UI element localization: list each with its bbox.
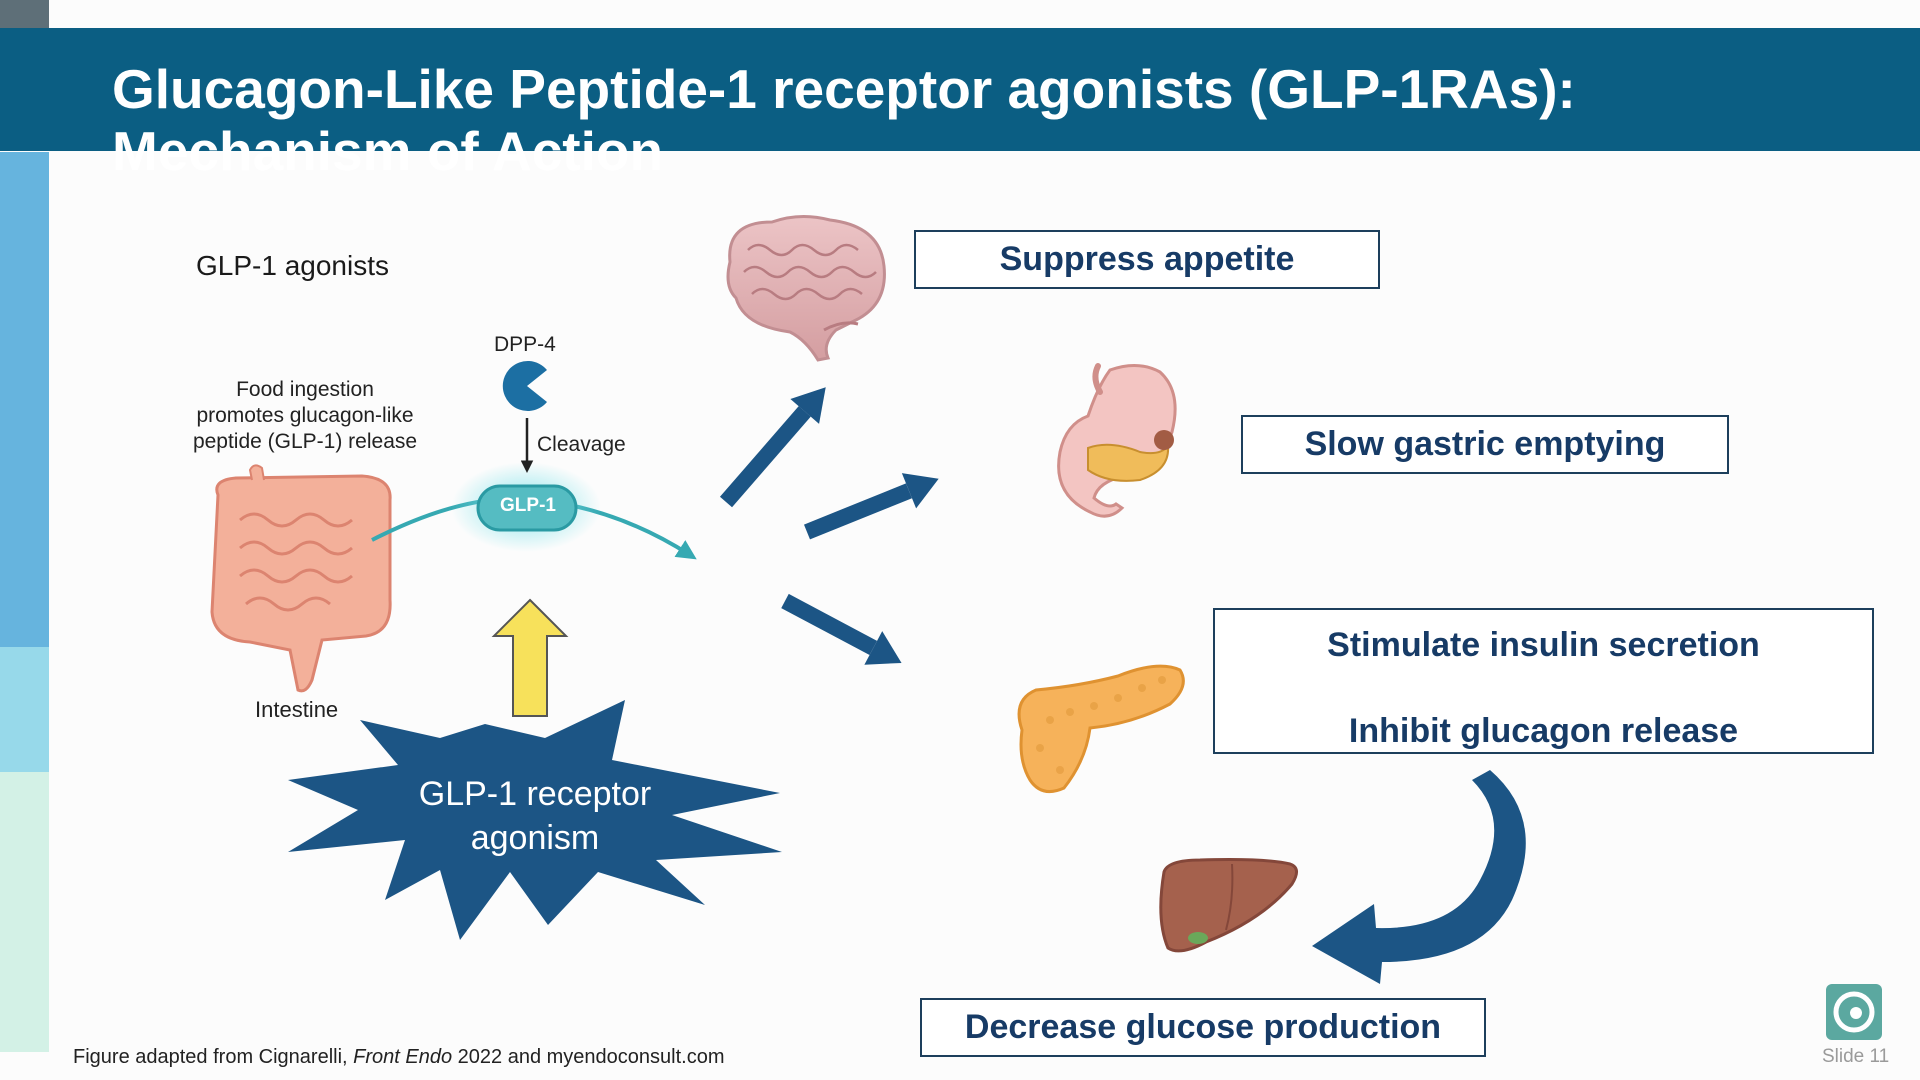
receptor-agonism-line1: GLP-1 receptor: [418, 775, 652, 813]
liver-icon: [1159, 858, 1298, 953]
arrow-to-liver: [1312, 770, 1526, 984]
accent-strip-light-blue: [0, 647, 49, 772]
accent-strip-top: [0, 0, 49, 28]
figure-citation: Figure adapted from Cignarelli, Front En…: [73, 1046, 725, 1069]
dpp4-label: DPP-4: [494, 333, 556, 356]
inhibit-glucagon-label: Inhibit glucagon release: [1348, 712, 1739, 750]
decrease-glucose-box: Decrease glucose production: [920, 998, 1486, 1057]
yellow-up-arrow: [491, 598, 569, 717]
citation-suffix: 2022 and myendoconsult.com: [452, 1046, 725, 1068]
effect-arrows: [719, 387, 939, 665]
arrow-to-stomach: [804, 473, 939, 540]
intestine-icon: [210, 464, 392, 693]
pancreas-icon: [1017, 664, 1185, 794]
receptor-agonism-line2: agonism: [470, 819, 600, 857]
cleavage-label: Cleavage: [537, 433, 626, 456]
accent-strip-blue: [0, 152, 49, 647]
slide-title: Glucagon-Like Peptide-1 receptor agonist…: [112, 58, 1892, 182]
receptor-agonism-label: GLP-1 receptor agonism: [380, 772, 690, 860]
stomach-icon: [1057, 363, 1177, 518]
citation-prefix: Figure adapted from Cignarelli,: [73, 1046, 354, 1068]
glp1-agonists-label: GLP-1 agonists: [196, 250, 389, 281]
slide-title-line1: Glucagon-Like Peptide-1 receptor agonist…: [112, 58, 1576, 120]
arrow-to-brain: [719, 387, 826, 508]
insulin-glucagon-box: Stimulate insulin secretion Inhibit gluc…: [1213, 608, 1874, 754]
brain-icon: [726, 215, 886, 362]
glp1-pill-label: GLP-1: [500, 495, 556, 516]
slide-title-line2: Mechanism of Action: [112, 120, 664, 182]
stimulate-insulin-label: Stimulate insulin secretion: [1327, 626, 1760, 664]
title-band: Glucagon-Like Peptide-1 receptor agonist…: [0, 28, 1920, 182]
citation-journal: Front Endo: [353, 1046, 453, 1068]
arrow-to-pancreas: [781, 593, 902, 665]
intestine-label: Intestine: [255, 697, 339, 722]
receptor-agonism-burst: [288, 700, 782, 940]
dpp4-enzyme-icon: [502, 361, 547, 411]
slide-number: Slide 11: [1822, 1046, 1890, 1067]
logo-icon: [1826, 984, 1882, 1040]
accent-strip-mint: [0, 772, 49, 1052]
slow-gastric-emptying-box: Slow gastric emptying: [1241, 415, 1729, 474]
food-ingestion-label: Food ingestion promotes glucagon-like pe…: [192, 378, 418, 453]
glp1-pill: [476, 484, 578, 532]
suppress-appetite-box: Suppress appetite: [914, 230, 1380, 289]
